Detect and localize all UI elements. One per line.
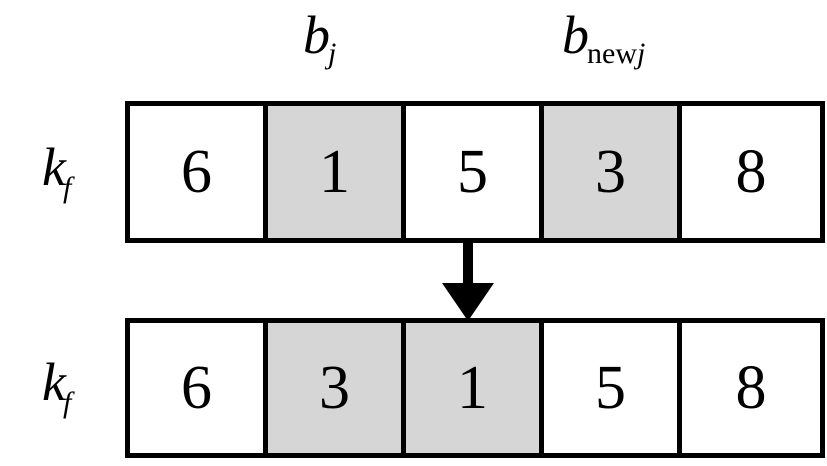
b-newj-subscript-new: new xyxy=(587,37,637,71)
table-cell[interactable]: 1 xyxy=(406,323,545,453)
table-cell[interactable]: 6 xyxy=(130,323,269,453)
k-f-base-after: k xyxy=(42,352,66,412)
b-j-subscript: j xyxy=(328,37,337,71)
k-f-subscript-after: f xyxy=(62,386,72,419)
b-j-base: b xyxy=(303,5,330,65)
table-cell[interactable]: 3 xyxy=(268,323,407,453)
table-cell[interactable]: 1 xyxy=(268,106,407,238)
after-row: 6 3 1 5 8 xyxy=(125,318,825,458)
before-row: 6 1 5 3 8 xyxy=(125,101,825,243)
table-cell[interactable]: 5 xyxy=(544,323,683,453)
b-newj-base: b xyxy=(562,5,589,65)
b-newj-label: bnewj xyxy=(562,5,647,69)
k-f-subscript-before: f xyxy=(62,171,72,204)
table-cell[interactable]: 8 xyxy=(682,323,820,453)
table-cell[interactable]: 3 xyxy=(544,106,683,238)
b-j-label: bj xyxy=(303,5,338,69)
table-cell[interactable]: 6 xyxy=(130,106,269,238)
b-newj-subscript-j: j xyxy=(636,37,646,71)
down-arrow-icon xyxy=(432,241,504,321)
table-cell[interactable]: 5 xyxy=(406,106,545,238)
before-row-label: kf xyxy=(42,137,74,203)
table-cell[interactable]: 8 xyxy=(682,106,820,238)
k-f-base-before: k xyxy=(42,137,66,197)
after-row-label: kf xyxy=(42,352,74,418)
